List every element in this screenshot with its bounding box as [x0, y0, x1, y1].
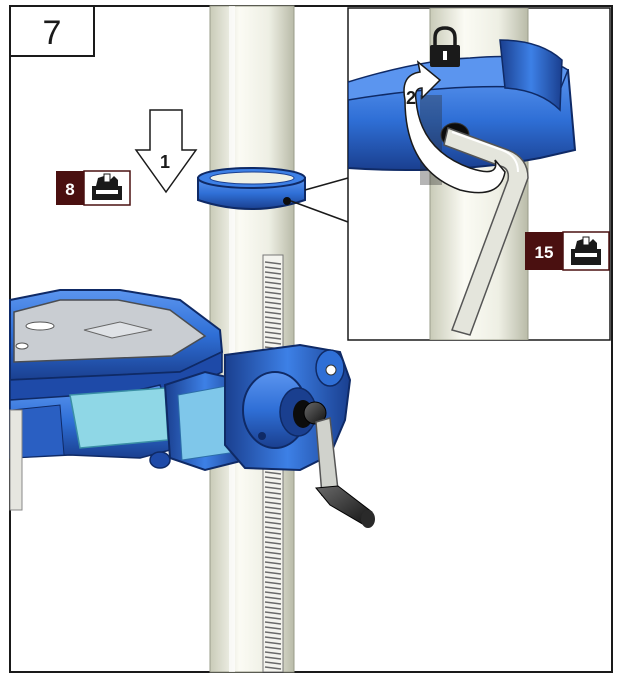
rack-tooth — [264, 541, 282, 545]
rack-tooth — [264, 286, 282, 290]
rack-tooth — [264, 336, 282, 340]
rack-tooth — [264, 521, 282, 525]
rack-tooth — [264, 606, 282, 610]
rack-tooth — [264, 651, 282, 655]
rack-tooth — [264, 626, 282, 630]
column-ring — [197, 167, 306, 210]
rack-tooth — [264, 261, 282, 265]
part-badge-8: 8 — [56, 170, 131, 206]
rack-tooth — [264, 546, 282, 550]
down-arrow: 1 — [134, 109, 198, 194]
rack-tooth — [264, 536, 282, 540]
rack-tooth — [264, 311, 282, 315]
badge-number: 8 — [65, 180, 74, 199]
rack-tooth — [264, 301, 282, 305]
rack-tooth — [264, 471, 282, 475]
rack-tooth — [264, 326, 282, 330]
rack-tooth — [264, 486, 282, 490]
rack-tooth — [264, 616, 282, 620]
step-number-box: 7 — [9, 5, 95, 57]
rack-tooth — [264, 621, 282, 625]
rack-tooth — [264, 516, 282, 520]
rack-tooth — [264, 511, 282, 515]
rack-tooth — [264, 476, 282, 480]
rack-tooth — [264, 636, 282, 640]
rack-tooth — [264, 581, 282, 585]
toolbox-icon — [571, 236, 601, 265]
rack-tooth — [264, 271, 282, 275]
rack-tooth — [264, 506, 282, 510]
rack-tooth — [264, 631, 282, 635]
detail-inset — [347, 7, 611, 341]
rack-tooth — [264, 646, 282, 650]
rack-tooth — [264, 596, 282, 600]
rack-tooth — [264, 656, 282, 660]
rack-tooth — [264, 316, 282, 320]
down-arrow-label: 1 — [160, 152, 170, 172]
toolbox-icon — [92, 173, 122, 200]
rack-tooth — [264, 601, 282, 605]
rack-tooth — [264, 586, 282, 590]
rack-tooth — [264, 641, 282, 645]
step-number: 7 — [43, 14, 62, 52]
rack-tooth — [264, 276, 282, 280]
rack-tooth — [264, 566, 282, 570]
rotate-arrow-label: 2 — [406, 88, 416, 108]
rack-tooth — [264, 561, 282, 565]
rack-tooth — [264, 591, 282, 595]
rack-tooth — [264, 576, 282, 580]
rack-tooth — [264, 611, 282, 615]
padlock-icon — [430, 26, 460, 67]
rack-tooth — [264, 551, 282, 555]
rack-tooth — [264, 571, 282, 575]
rack-tooth — [264, 331, 282, 335]
rack-tooth — [264, 531, 282, 535]
rack-tooth — [264, 481, 282, 485]
rack-tooth — [264, 296, 282, 300]
crank-handle — [303, 401, 375, 528]
rack-tooth — [264, 501, 282, 505]
rack-tooth — [264, 496, 282, 500]
rack-tooth — [264, 661, 282, 665]
rack-tooth — [264, 341, 282, 345]
rack-tooth — [264, 266, 282, 270]
rack-tooth — [264, 321, 282, 325]
callout-leader — [290, 177, 349, 223]
badge-number: 15 — [535, 243, 554, 262]
rack-tooth — [264, 666, 282, 670]
rack-tooth — [264, 306, 282, 310]
part-badge-15: 15 — [525, 231, 610, 271]
rack-tooth — [264, 491, 282, 495]
rack-tooth — [264, 291, 282, 295]
rack-tooth — [264, 526, 282, 530]
rack-tooth — [264, 281, 282, 285]
rack-tooth — [264, 556, 282, 560]
